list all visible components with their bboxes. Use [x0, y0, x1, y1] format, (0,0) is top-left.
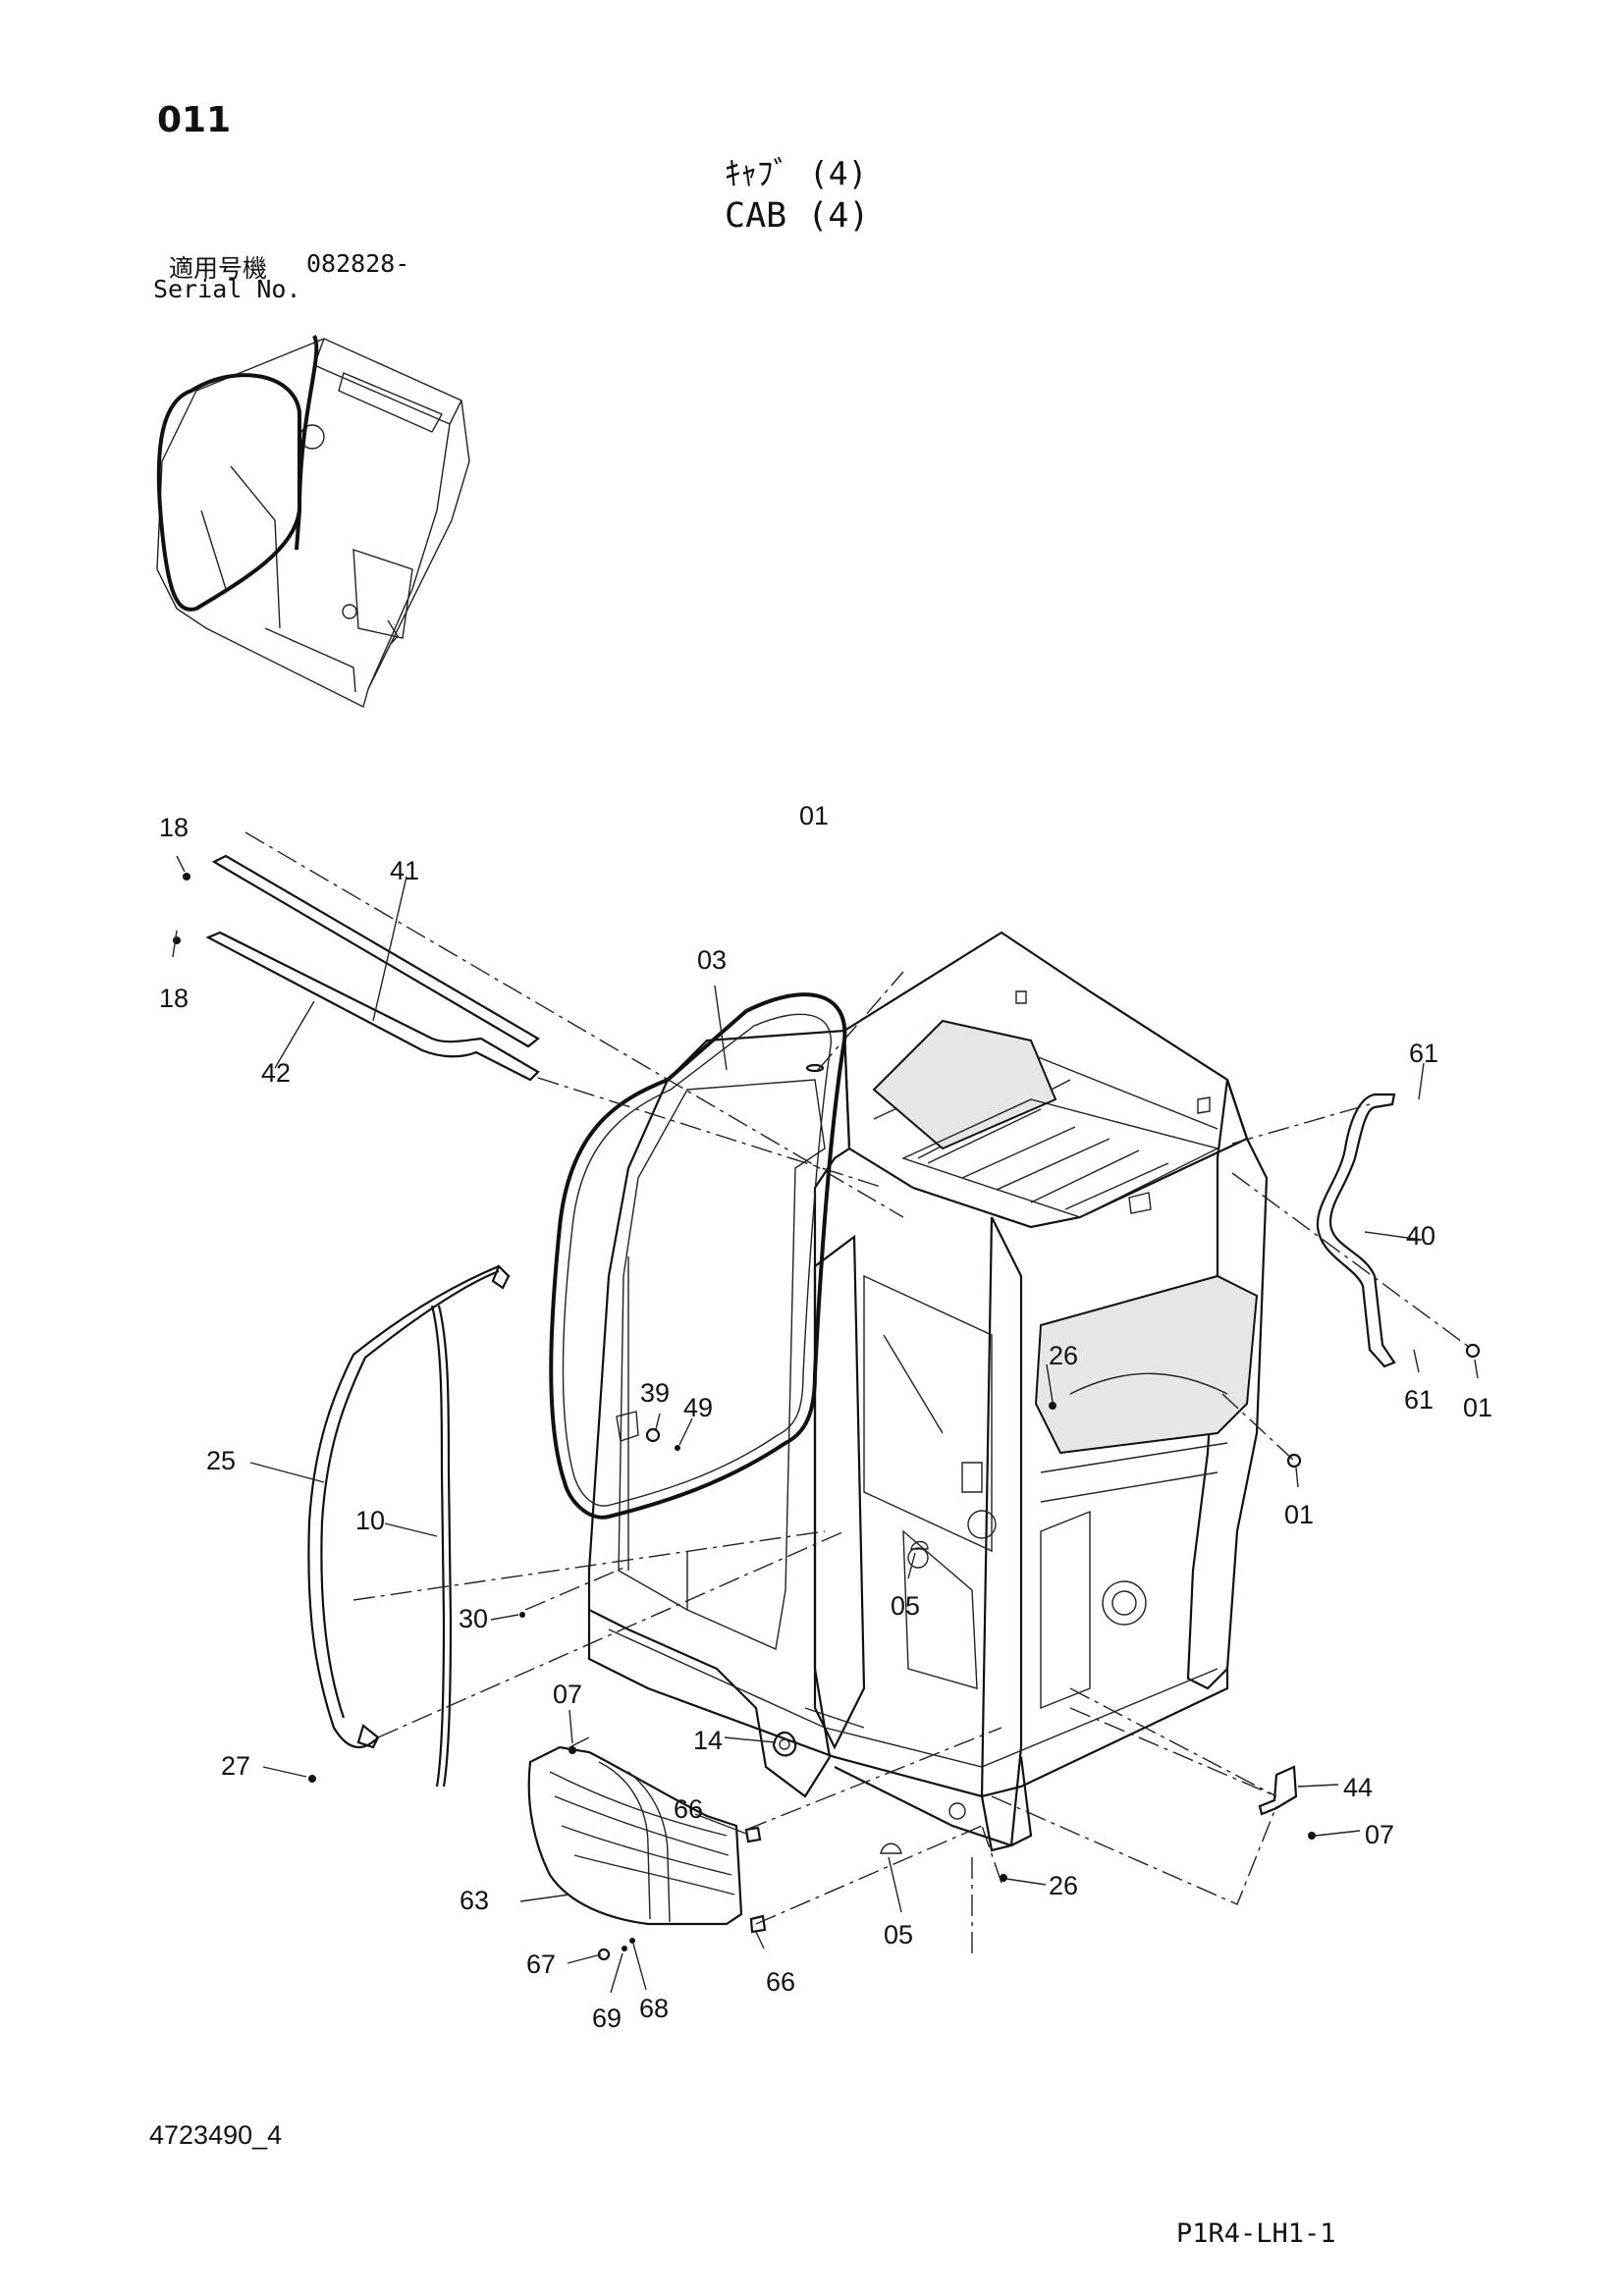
callout-40: 40: [1406, 1221, 1435, 1251]
page-code: P1R4-LH1-1: [1176, 2218, 1336, 2249]
callout-07-right: 07: [1365, 1820, 1394, 1849]
callout-10: 10: [355, 1506, 385, 1535]
callout-26-top: 26: [1049, 1341, 1078, 1370]
callout-39: 39: [640, 1378, 670, 1408]
callout-61-bottom: 61: [1404, 1385, 1434, 1415]
page-number: 011: [157, 100, 232, 140]
callout-27: 27: [221, 1751, 250, 1781]
callout-41: 41: [390, 856, 419, 885]
callout-01-right: 01: [1463, 1393, 1492, 1422]
title-japanese: ｷｬﾌﾞ (4): [725, 154, 868, 192]
callout-05-mid: 05: [891, 1591, 920, 1621]
callout-63: 63: [460, 1886, 489, 1915]
callout-labels: 18 18 41 42 03 01 61 40 61 01 01 26 39 4…: [159, 801, 1492, 2033]
title-english: CAB (4): [725, 196, 870, 236]
callout-42: 42: [261, 1058, 291, 1088]
cab-body: [587, 931, 1269, 1852]
rear-grab-bar: [1316, 1093, 1396, 1368]
locator-thumbnail: [156, 335, 470, 709]
callout-44: 44: [1343, 1773, 1373, 1802]
door-latch: [616, 1411, 680, 1451]
callout-68: 68: [639, 1994, 669, 2023]
callout-69: 69: [592, 2003, 622, 2033]
callout-14: 14: [693, 1726, 723, 1755]
callout-61-top: 61: [1409, 1039, 1438, 1068]
trim-10: [430, 1305, 453, 1788]
serial-label-english: Serial No.: [153, 275, 301, 303]
callout-01-top: 01: [799, 801, 829, 830]
callout-18-bottom: 18: [159, 984, 189, 1013]
callout-25: 25: [206, 1446, 236, 1475]
callout-01-mid: 01: [1284, 1500, 1314, 1529]
small-hardware: [308, 1063, 1481, 1961]
callout-05-bottom: 05: [884, 1920, 913, 1949]
callout-66-top: 66: [674, 1794, 703, 1824]
serial-number-value: 082828-: [306, 249, 410, 278]
front-cover-63: [527, 1745, 743, 1926]
callout-67: 67: [526, 1949, 556, 1979]
door-seal: [549, 992, 847, 1520]
leader-lines: [172, 855, 1479, 1994]
callout-66-bottom: 66: [766, 1967, 795, 1997]
callout-18-top: 18: [159, 813, 189, 842]
serial-label-japanese: 適用号機: [169, 254, 268, 283]
assembly-lines: [244, 831, 1474, 1953]
weatherstrip-25: [307, 1264, 500, 1748]
document-id: 4723490_4: [149, 2120, 283, 2150]
callout-03: 03: [697, 945, 727, 975]
bracket-44: [1258, 1765, 1298, 1816]
roof-bars: [173, 854, 540, 1082]
callout-49: 49: [683, 1393, 713, 1422]
callout-26-bottom: 26: [1049, 1871, 1078, 1900]
callout-07-left: 07: [553, 1680, 582, 1709]
callout-30: 30: [459, 1604, 488, 1633]
